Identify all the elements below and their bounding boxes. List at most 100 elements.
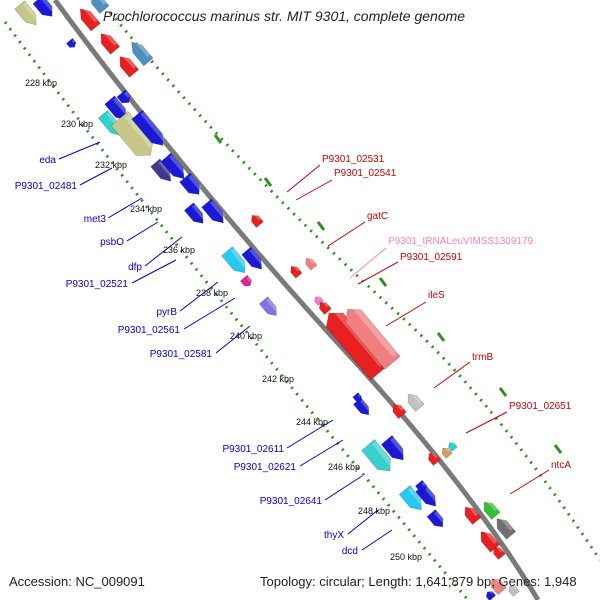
minus-gene-glyph-25 — [79, 6, 101, 32]
plus-gene-glyph-18-highlight — [357, 394, 361, 398]
minus-gene-label-leader-line — [327, 221, 366, 247]
minus-gene-glyph-40-highlight — [445, 447, 450, 452]
plus-gene-glyph-12-highlight — [209, 200, 226, 219]
plus-gene-glyph-0-highlight — [22, 2, 39, 21]
trna-gene-label-leader-line — [349, 247, 387, 279]
minus-gene-glyph-31 — [290, 265, 303, 279]
plus-gene-glyph-0 — [14, 0, 39, 26]
plus-gene-glyph-20-highlight — [390, 437, 407, 456]
minus-gene-glyph-27 — [131, 39, 154, 67]
plus-gene-glyph-11 — [183, 202, 206, 224]
kbp-tick-label: 248 kbp — [358, 506, 390, 516]
plus-gene-glyph-1-highlight — [41, 0, 55, 12]
plus-gene-glyph-13-body — [221, 246, 246, 274]
minus-gene-glyph-33-body — [314, 296, 324, 306]
minus-gene-glyph-46-highlight — [496, 546, 503, 553]
plus-gene-label-leader-line — [299, 439, 344, 467]
minus-gene-glyph-28-highlight — [123, 54, 137, 69]
plus-gene-label: psbO — [100, 237, 124, 248]
minus-gene-glyph-44 — [480, 529, 501, 553]
kbp-tick-label: 232 kbp — [95, 160, 127, 170]
plus-gene-label-leader-line — [361, 529, 393, 551]
kbp-tick-label: 228 kbp — [25, 78, 57, 88]
plus-gene-glyph-21 — [398, 485, 425, 511]
plus-gene-glyph-0-body — [14, 0, 37, 26]
track-tick-mark — [263, 177, 273, 187]
minus-gene-glyph-43-highlight — [487, 500, 498, 512]
minus-gene-glyph-30-body — [251, 215, 264, 228]
plus-gene-label: P9301_02611 — [222, 444, 284, 455]
minus-gene-glyph-47 — [490, 576, 507, 596]
minus-gene-glyph-41-body — [448, 442, 458, 452]
plus-gene-glyph-18-body — [352, 392, 362, 402]
plus-gene-glyph-13 — [221, 246, 248, 274]
plus-gene-glyph-1 — [32, 0, 55, 17]
minus-gene-glyph-42 — [464, 505, 482, 525]
inner-dotted-track — [3, 21, 470, 600]
minus-gene-glyph-44-highlight — [484, 529, 498, 544]
minus-gene-glyph-41-highlight — [451, 442, 455, 446]
minus-gene-glyph-36-highlight — [351, 304, 398, 358]
minus-gene-glyph-45-body — [496, 518, 517, 540]
track-tick-mark — [436, 332, 446, 342]
minus-gene-label-leader-line — [295, 179, 333, 201]
minus-gene-glyph-45-highlight — [500, 516, 514, 531]
plus-gene-label: dfp — [128, 262, 142, 273]
minus-gene-label: ileS — [428, 290, 445, 301]
kbp-tick-label: 238 kbp — [196, 288, 228, 298]
plus-gene-glyph-10-body — [179, 172, 200, 195]
track-tick-mark — [553, 444, 563, 454]
plus-gene-label-leader-line — [179, 281, 219, 312]
plus-gene-glyph-1-body — [32, 0, 53, 17]
minus-gene-glyph-40-body — [441, 447, 453, 459]
kbp-tick-label: 236 kbp — [163, 245, 195, 255]
minus-gene-glyph-26 — [100, 31, 121, 55]
plus-gene-label-leader-line — [215, 325, 251, 354]
minus-gene-glyph-25-highlight — [83, 6, 98, 23]
plus-gene-glyph-17-highlight — [360, 399, 371, 411]
plus-gene-glyph-19 — [361, 439, 394, 472]
plus-gene-label: met3 — [84, 214, 107, 225]
minus-gene-glyph-29-body — [91, 0, 110, 14]
minus-gene-glyph-30-highlight — [254, 214, 261, 221]
plus-gene-glyph-16-highlight — [266, 298, 279, 312]
track-tick-mark — [316, 221, 326, 231]
plus-gene-label-leader-line — [286, 419, 334, 449]
plus-gene-glyph-19-body — [361, 439, 391, 472]
plus-gene-glyph-14-body — [241, 246, 263, 270]
minus-gene-glyph-49 — [485, 590, 497, 600]
minus-gene-glyph-43-body — [483, 501, 501, 520]
minus-gene-glyph-44-body — [480, 531, 501, 553]
minus-gene-glyph-27-body — [131, 41, 154, 67]
plus-gene-glyph-23-highlight — [434, 511, 445, 523]
minus-gene-glyph-33 — [314, 296, 324, 306]
minus-gene-glyph-46-body — [493, 547, 506, 560]
minus-gene-glyph-39-body — [428, 453, 441, 466]
plus-gene-glyph-2-highlight — [71, 39, 76, 43]
plus-gene-label: P9301_02641 — [260, 496, 323, 507]
minus-gene-glyph-37 — [392, 402, 407, 419]
minus-gene-glyph-34-highlight — [322, 301, 329, 308]
minus-gene-glyph-48 — [508, 585, 520, 597]
minus-gene-glyph-27-highlight — [134, 39, 151, 58]
minus-gene-glyph-39-highlight — [431, 452, 438, 459]
plus-gene-glyph-15 — [239, 274, 252, 287]
minus-gene-label: P9301_02591 — [400, 252, 463, 263]
minus-gene-glyph-42-highlight — [468, 505, 479, 517]
minus-gene-glyph-26-highlight — [104, 31, 118, 46]
minus-gene-glyph-41 — [448, 442, 458, 452]
plus-gene-glyph-22-highlight — [423, 485, 438, 502]
track-tick-mark — [213, 134, 223, 144]
plus-gene-glyph-15-highlight — [246, 276, 252, 282]
plus-gene-glyph-18 — [352, 392, 362, 402]
plus-gene-label: pyrB — [156, 307, 177, 318]
kbp-tick-label: 244 kbp — [296, 417, 328, 427]
plus-gene-glyph-17 — [352, 397, 371, 416]
kbp-tick-label: 230 kbp — [61, 119, 93, 129]
minus-gene-label-leader-line — [385, 301, 427, 327]
plus-gene-glyph-19-highlight — [371, 441, 394, 466]
map-title: Prochlorococcus marinus str. MIT 9301, c… — [103, 8, 466, 24]
minus-gene-label: P9301_02541 — [334, 168, 397, 179]
plus-gene-glyph-21-body — [398, 485, 422, 511]
